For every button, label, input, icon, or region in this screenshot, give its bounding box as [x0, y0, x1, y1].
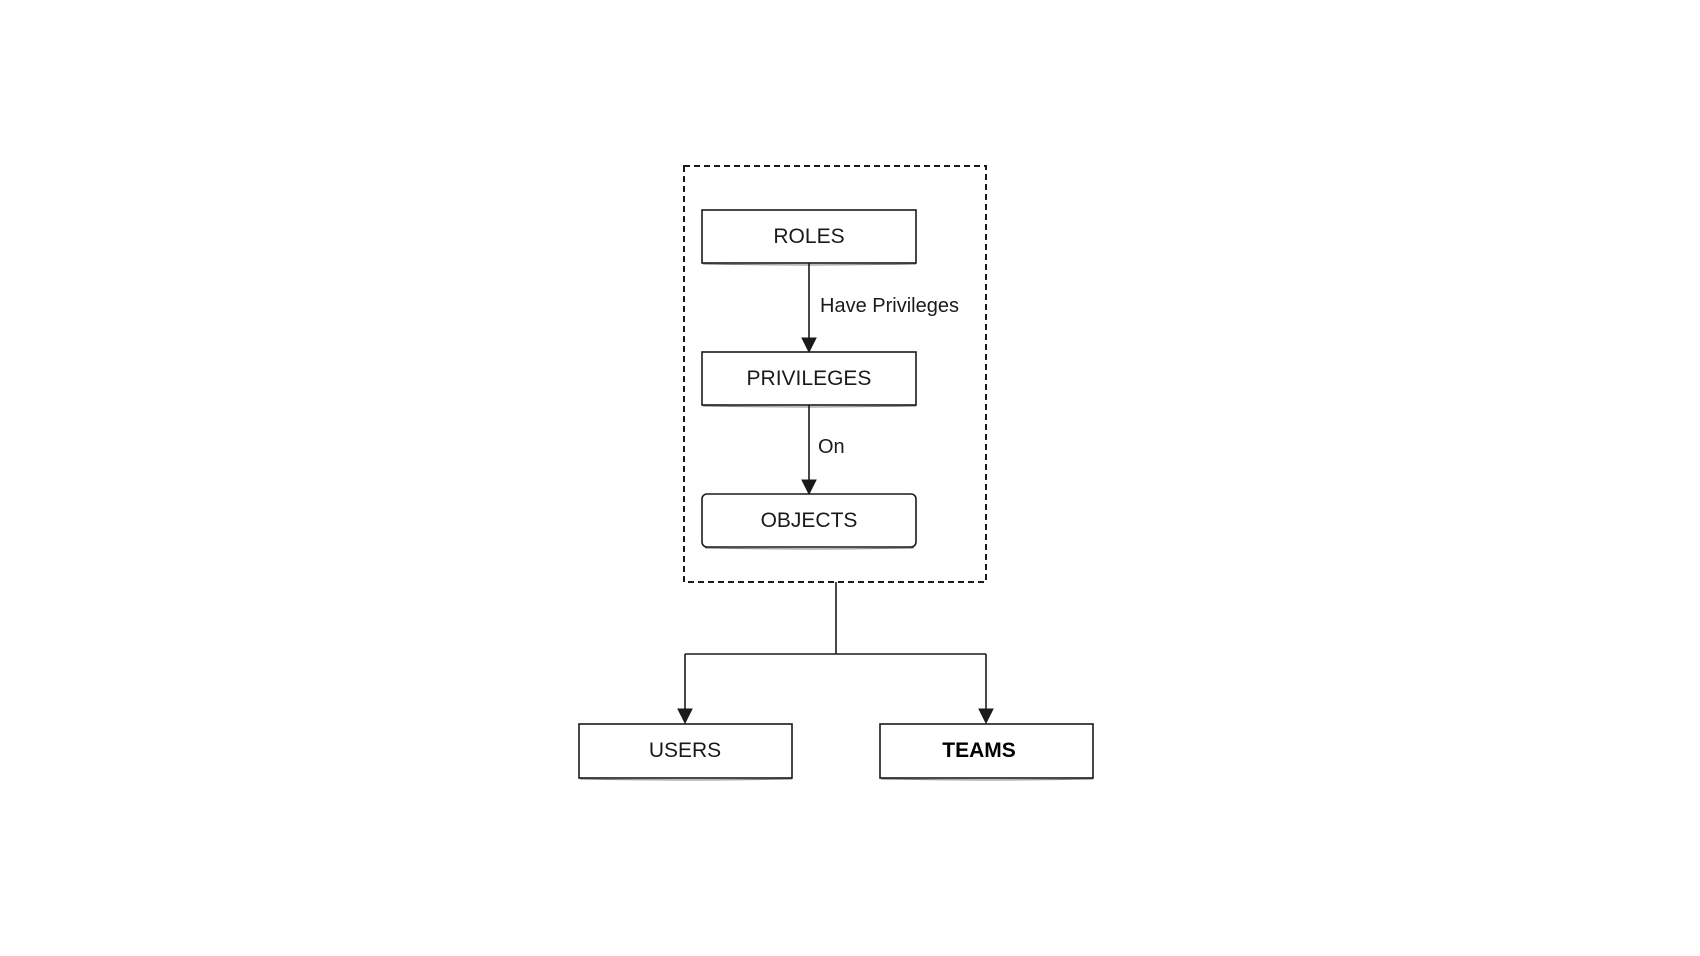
node-roles-label: ROLES: [773, 225, 844, 248]
node-roles[interactable]: ROLES: [701, 209, 917, 266]
edge-group-split: [677, 582, 994, 725]
node-teams-label: TEAMS: [942, 739, 1016, 762]
node-teams[interactable]: TEAMS: [879, 723, 1094, 781]
edge-label-on: On: [818, 436, 845, 458]
node-privileges[interactable]: PRIVILEGES: [701, 351, 917, 408]
edge-privileges-objects: On: [801, 405, 845, 496]
edge-label-have-privileges: Have Privileges: [820, 295, 959, 317]
node-objects-label: OBJECTS: [761, 509, 858, 532]
edge-roles-privileges: Have Privileges: [801, 263, 959, 354]
node-users-label: USERS: [649, 739, 721, 762]
node-objects[interactable]: OBJECTS: [701, 493, 917, 550]
role-group-border: [683, 165, 987, 583]
node-privileges-label: PRIVILEGES: [747, 367, 872, 390]
node-users[interactable]: USERS: [578, 723, 793, 781]
